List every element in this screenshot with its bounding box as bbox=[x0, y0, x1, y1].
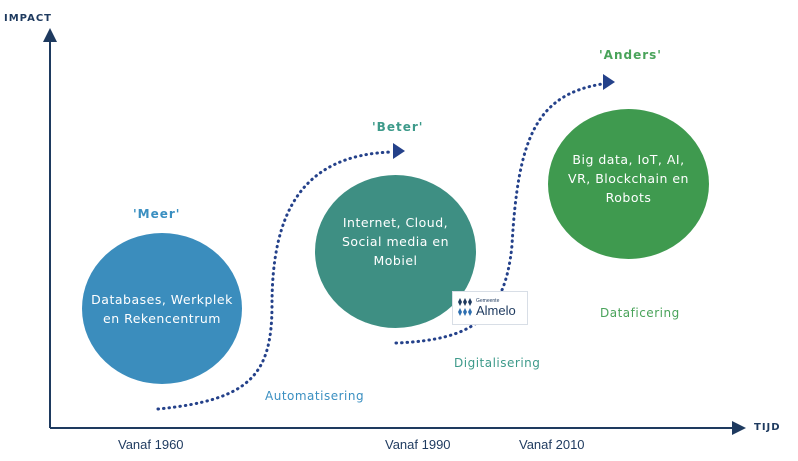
era-label-2010: Vanaf 2010 bbox=[519, 437, 585, 452]
logo-small-text: Gemeente bbox=[476, 298, 500, 304]
circle-line: Social media en bbox=[341, 234, 450, 249]
y-axis-label: IMPACT bbox=[4, 13, 52, 24]
y-axis-arrow-icon bbox=[43, 28, 57, 42]
phase-quote-meer: 'Meer' bbox=[133, 207, 181, 221]
phase-quote-beter: 'Beter' bbox=[372, 120, 424, 134]
phase-circle-digitalisering: Internet, Cloud, Social media en Mobiel bbox=[315, 175, 476, 328]
phase-label-digitalisering: Digitalisering bbox=[454, 356, 541, 370]
x-axis-arrow-icon bbox=[732, 421, 746, 435]
x-axis-label: TIJD bbox=[754, 422, 781, 433]
era-label-1960: Vanaf 1960 bbox=[118, 437, 184, 452]
almelo-crest-icon bbox=[458, 298, 472, 316]
phase-curve-1 bbox=[156, 150, 394, 411]
circle-line: Databases, Werkplek bbox=[91, 291, 233, 307]
circle-line: VR, Blockchain en bbox=[568, 170, 689, 186]
phase-quote-anders: 'Anders' bbox=[599, 48, 662, 62]
logo-name: Almelo bbox=[476, 303, 516, 318]
circle-line: Big data, IoT, AI, bbox=[572, 151, 685, 167]
era-label-1990: Vanaf 1990 bbox=[385, 437, 451, 452]
almelo-logo: Gemeente Almelo bbox=[452, 291, 528, 325]
phase-circle-automatisering: Databases, Werkplek en Rekencentrum bbox=[82, 233, 242, 384]
phase-curve-2 bbox=[394, 82, 604, 345]
circle-line: Robots bbox=[605, 189, 652, 205]
phase-arrow-1-icon bbox=[393, 143, 405, 159]
phase-arrow-2-icon bbox=[603, 74, 615, 90]
phase-label-dataficering: Dataficering bbox=[600, 306, 680, 320]
circle-line: Internet, Cloud, bbox=[342, 215, 449, 230]
phase-label-automatisering: Automatisering bbox=[265, 389, 365, 403]
circle-line: Mobiel bbox=[373, 253, 418, 268]
circle-line: en Rekencentrum bbox=[103, 310, 221, 326]
phase-circle-dataficering: Big data, IoT, AI, VR, Blockchain en Rob… bbox=[548, 109, 709, 259]
